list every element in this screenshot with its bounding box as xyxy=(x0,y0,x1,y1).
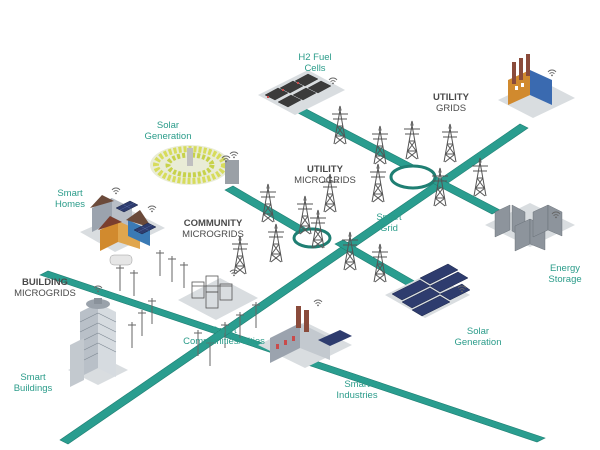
solar-farm-circular xyxy=(150,145,239,185)
fuel-cell-icon xyxy=(258,70,345,115)
transmission-tower-icon xyxy=(369,163,387,203)
junction-utility xyxy=(389,164,437,190)
wifi-icon xyxy=(547,69,557,77)
transmission-tower-icon xyxy=(231,235,249,275)
wifi-icon xyxy=(111,187,121,195)
battery-icon xyxy=(485,203,575,252)
wifi-icon xyxy=(147,205,157,213)
transmission-tower-icon xyxy=(403,120,421,160)
road-network xyxy=(39,108,546,445)
substation-icon xyxy=(178,269,258,320)
house-icon xyxy=(80,187,165,266)
road-b xyxy=(59,123,529,445)
office-building-icon xyxy=(68,285,128,387)
power-plant-icon xyxy=(498,54,575,118)
wifi-icon xyxy=(229,151,239,159)
transmission-tower-icon xyxy=(441,123,459,163)
wifi-icon xyxy=(313,299,323,307)
solar-panel-icon xyxy=(385,263,471,318)
transmission-tower-icon xyxy=(267,223,285,263)
factory-icon xyxy=(258,299,352,368)
